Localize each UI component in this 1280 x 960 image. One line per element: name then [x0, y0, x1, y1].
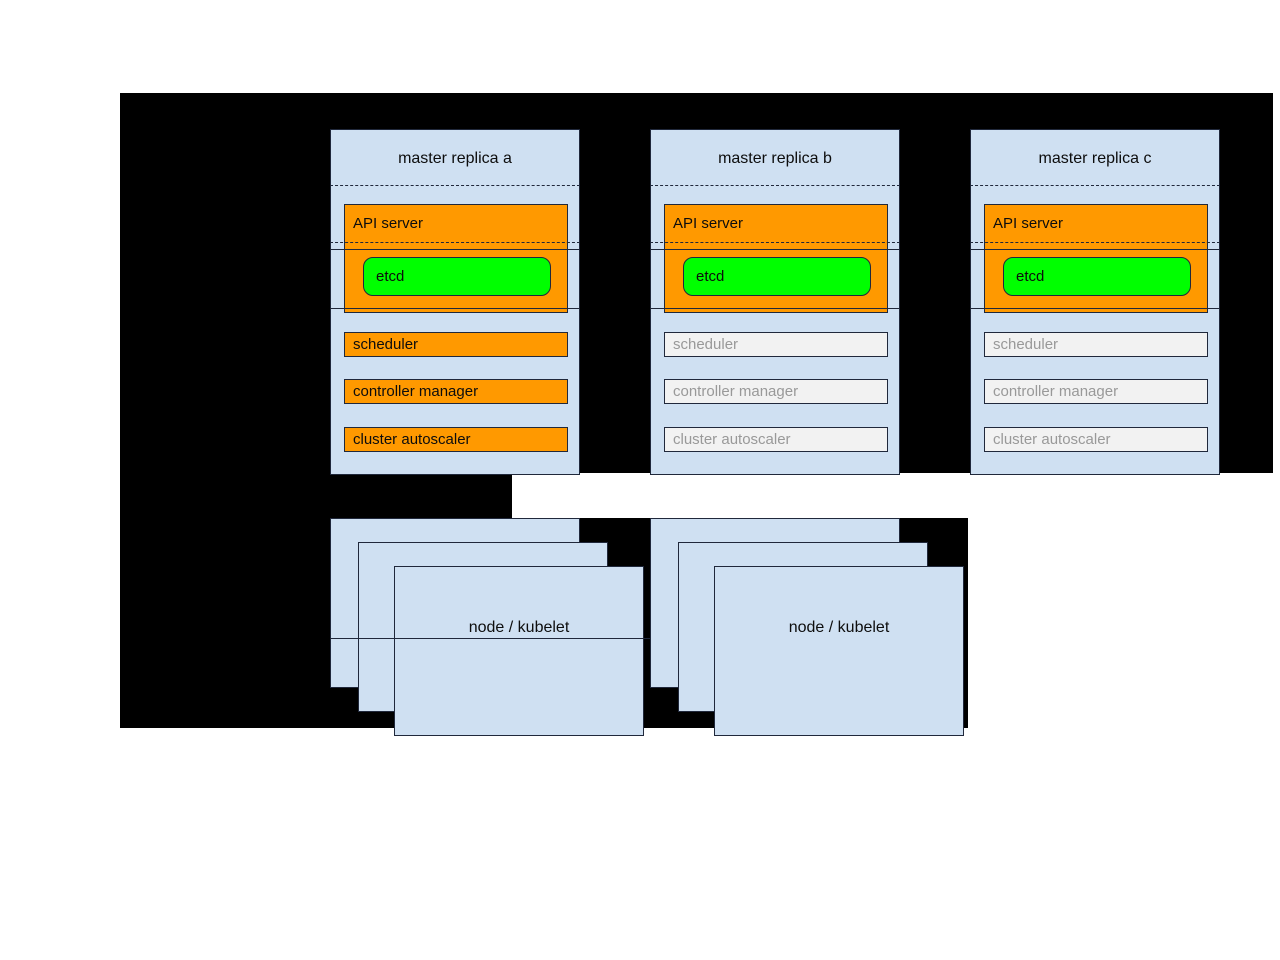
replica-c-etcd[interactable]: etcd	[1003, 257, 1191, 296]
node-group-1-label: node / kubelet	[468, 619, 570, 636]
replica-c-api-server-label: API server	[993, 215, 1064, 232]
replica-c-cluster-autoscaler[interactable]: cluster autoscaler	[984, 427, 1208, 452]
replica-a-rule-upper	[330, 249, 580, 250]
replica-c-title: master replica c	[1038, 150, 1152, 167]
replica-b-controller-manager[interactable]: controller manager	[664, 379, 888, 404]
node-group-1-rule	[330, 638, 712, 639]
replica-c-controller-manager[interactable]: controller manager	[984, 379, 1208, 404]
replica-a-title: master replica a	[398, 150, 512, 167]
replica-b-etcd[interactable]: etcd	[683, 257, 871, 296]
replica-a-scheduler[interactable]: scheduler	[344, 332, 568, 357]
replica-c-rule-upper	[970, 249, 1220, 250]
node-group-1[interactable]: node / kubelet	[330, 518, 650, 736]
node-group-1-layer-front[interactable]: node / kubelet	[394, 566, 644, 736]
replica-c-rule-lower	[970, 308, 1220, 309]
replica-b-rule-lower	[650, 308, 900, 309]
replica-c-divider-top	[970, 185, 1220, 186]
replica-b-api-server-label: API server	[673, 215, 744, 232]
replica-b-scheduler[interactable]: scheduler	[664, 332, 888, 357]
replica-b-divider-top	[650, 185, 900, 186]
node-group-2[interactable]: node / kubelet	[650, 518, 970, 736]
replica-b-title: master replica b	[718, 150, 832, 167]
replica-c-divider-mid	[970, 242, 1220, 243]
replica-a-controller-manager[interactable]: controller manager	[344, 379, 568, 404]
replica-a-cluster-autoscaler[interactable]: cluster autoscaler	[344, 427, 568, 452]
replica-b-cluster-autoscaler[interactable]: cluster autoscaler	[664, 427, 888, 452]
replica-a-divider-top	[330, 185, 580, 186]
replica-a-rule-lower	[330, 308, 580, 309]
node-group-2-layer-front[interactable]: node / kubelet	[714, 566, 964, 736]
replica-a-api-server-label: API server	[353, 215, 424, 232]
backdrop-middle-notch	[120, 473, 512, 518]
replica-b-rule-upper	[650, 249, 900, 250]
node-group-2-label: node / kubelet	[788, 619, 890, 636]
replica-c-scheduler[interactable]: scheduler	[984, 332, 1208, 357]
replica-b-divider-mid	[650, 242, 900, 243]
replica-a-divider-mid	[330, 242, 580, 243]
replica-a-etcd[interactable]: etcd	[363, 257, 551, 296]
